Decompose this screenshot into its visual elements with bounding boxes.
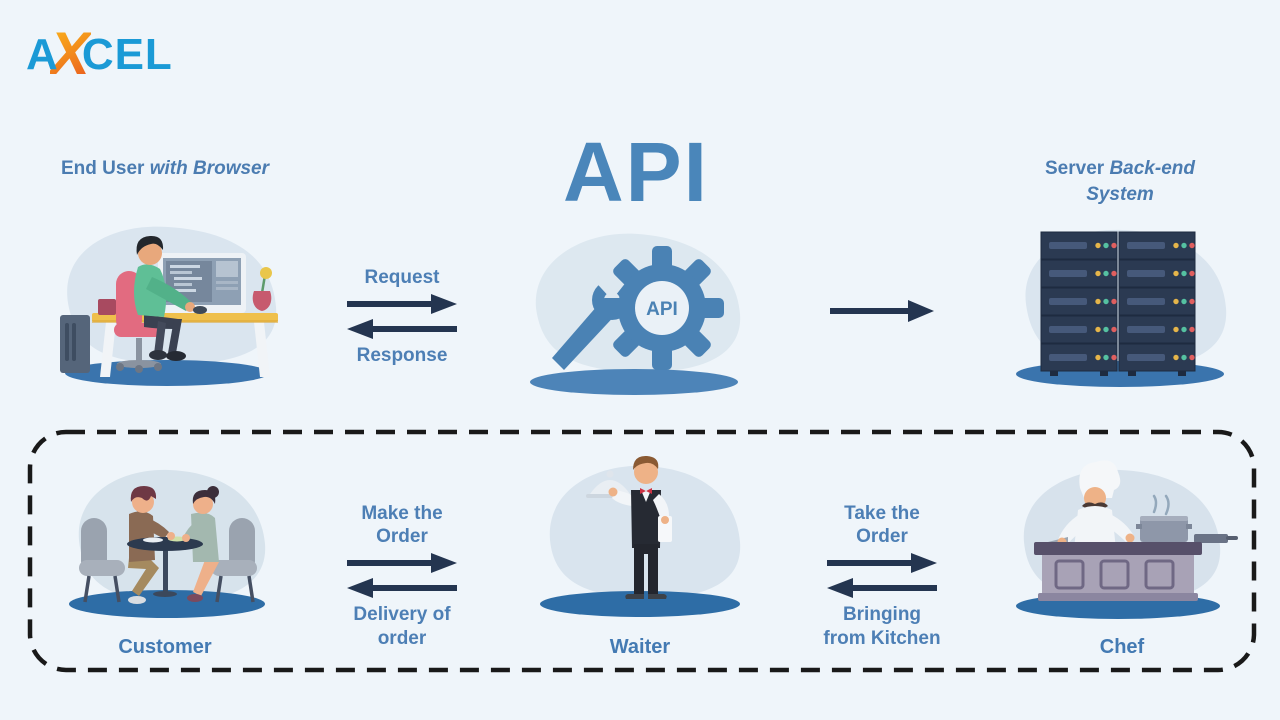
mouse-icon [193,306,207,314]
order-arrows-right: Take the Order Bringing from Kitchen [818,502,946,650]
server-rack-icon [1040,231,1196,376]
response-label: Response [356,345,448,367]
server-label: Server Back-end System [1010,156,1230,207]
napkin-icon [658,516,672,542]
waiter-caption: Waiter [609,636,671,658]
api-to-server-arrow-icon [830,300,934,322]
chef-caption: Chef [1099,636,1145,658]
left-arrow-icon [347,578,457,599]
pot-icon [1136,494,1192,542]
axcel-logo: A X CEL [26,20,173,89]
end-user-label-italic: with Browser [144,158,269,179]
left-arrow-icon [347,319,457,340]
waiter-person [608,455,672,599]
customer-caption: Customer [118,636,212,658]
chef-person [1048,460,1135,550]
waiter-illustration [540,455,741,617]
monitor-icon [158,253,246,313]
bringing-label: Bringing from Kitchen [823,604,941,649]
chair-left-icon [79,518,125,603]
api-gear-illustration: API [530,233,741,395]
take-order-label: Take the Order [844,503,920,548]
request-response-arrows: Request Response [340,266,464,367]
delivery-label: Delivery of order [353,604,451,649]
right-arrow-icon [347,553,457,574]
bowtie-icon [640,488,652,494]
chair-right-icon [211,518,257,603]
left-arrow-icon [827,578,937,599]
restaurant-analogy-dashed-box [27,429,1257,673]
request-label: Request [364,267,440,288]
server-label-italic: Back-end System [1086,158,1195,205]
flower-icon [260,267,272,279]
server-label-regular: Server [1045,158,1105,179]
logo-letter-x: X [49,20,91,87]
server-illustration [1016,229,1227,387]
customer-illustration [69,469,266,618]
vase-icon [252,291,272,311]
chef-illustration [1016,460,1238,619]
customer-woman [183,486,219,602]
end-user-label: End User with Browser [55,156,275,182]
counter-icon [1034,542,1202,601]
end-user-label-bold: End User [61,158,145,179]
order-arrows-left: Make the Order Delivery of order [338,502,466,650]
gear-api-text: API [646,299,678,320]
gear-icon: API [600,246,724,370]
logo-letters-cel: CEL [81,29,173,79]
pan-icon [1194,534,1238,543]
make-order-label: Make the Order [361,503,443,548]
end-user-illustration [60,226,278,386]
right-arrow-icon [827,553,937,574]
page-title-api: API [562,125,710,219]
logo-letter-a: A [26,29,59,79]
end-user-person [134,235,207,361]
right-arrow-icon [347,294,457,315]
